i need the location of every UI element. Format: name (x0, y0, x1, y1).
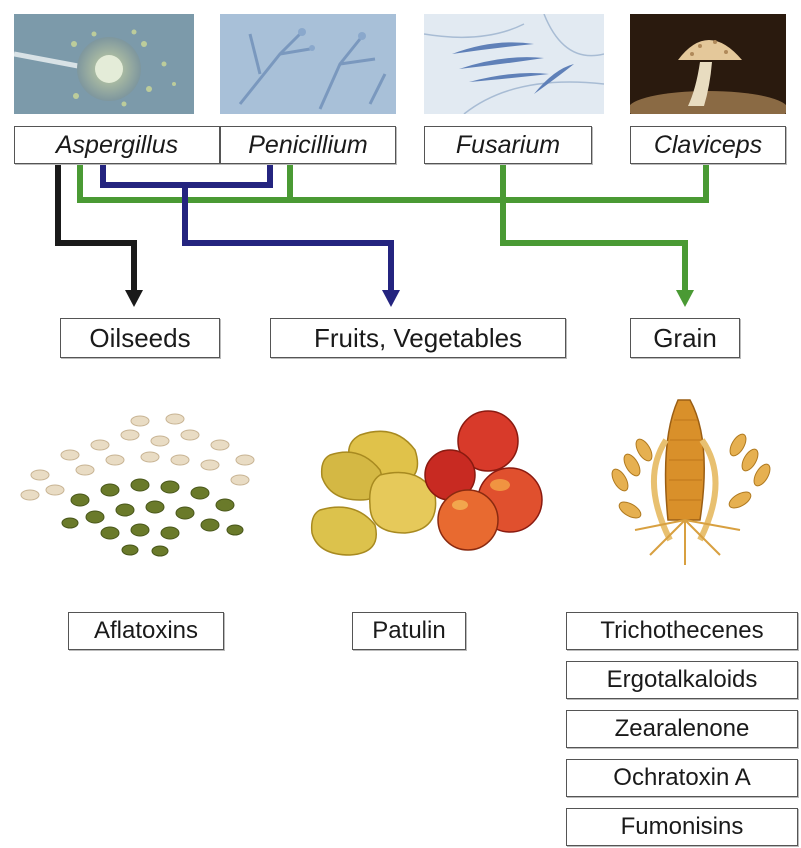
food-grain: Grain (630, 318, 740, 358)
food-label: Fruits, Vegetables (314, 323, 522, 354)
arrowhead-grain (676, 290, 694, 307)
toxin-trichothecenes: Trichothecenes (566, 612, 798, 650)
oilseeds-image (10, 405, 270, 565)
food-label: Oilseeds (89, 323, 190, 354)
connector-to-fruits (103, 165, 391, 292)
toxin-patulin: Patulin (352, 612, 466, 650)
toxin-zearalenone: Zearalenone (566, 710, 798, 748)
arrowhead-fruits (382, 290, 400, 307)
toxin-ergotalkaloids: Ergotalkaloids (566, 661, 798, 699)
toxin-ochratoxin-a: Ochratoxin A (566, 759, 798, 797)
toxin-label: Fumonisins (621, 813, 744, 841)
toxin-label: Zearalenone (615, 715, 750, 743)
food-fruits-vegetables: Fruits, Vegetables (270, 318, 566, 358)
food-label: Grain (653, 323, 717, 354)
fruits-image (300, 405, 560, 565)
toxin-label: Patulin (372, 617, 445, 645)
toxin-label: Ergotalkaloids (607, 666, 758, 694)
toxin-label: Trichothecenes (600, 617, 763, 645)
grain-image (590, 380, 790, 570)
toxin-label: Ochratoxin A (613, 764, 750, 792)
toxin-label: Aflatoxins (94, 617, 198, 645)
connector-fusarium-to-grain (503, 165, 685, 292)
toxin-fumonisins: Fumonisins (566, 808, 798, 846)
arrowhead-oilseeds (125, 290, 143, 307)
food-oilseeds: Oilseeds (60, 318, 220, 358)
toxin-aflatoxins: Aflatoxins (68, 612, 224, 650)
